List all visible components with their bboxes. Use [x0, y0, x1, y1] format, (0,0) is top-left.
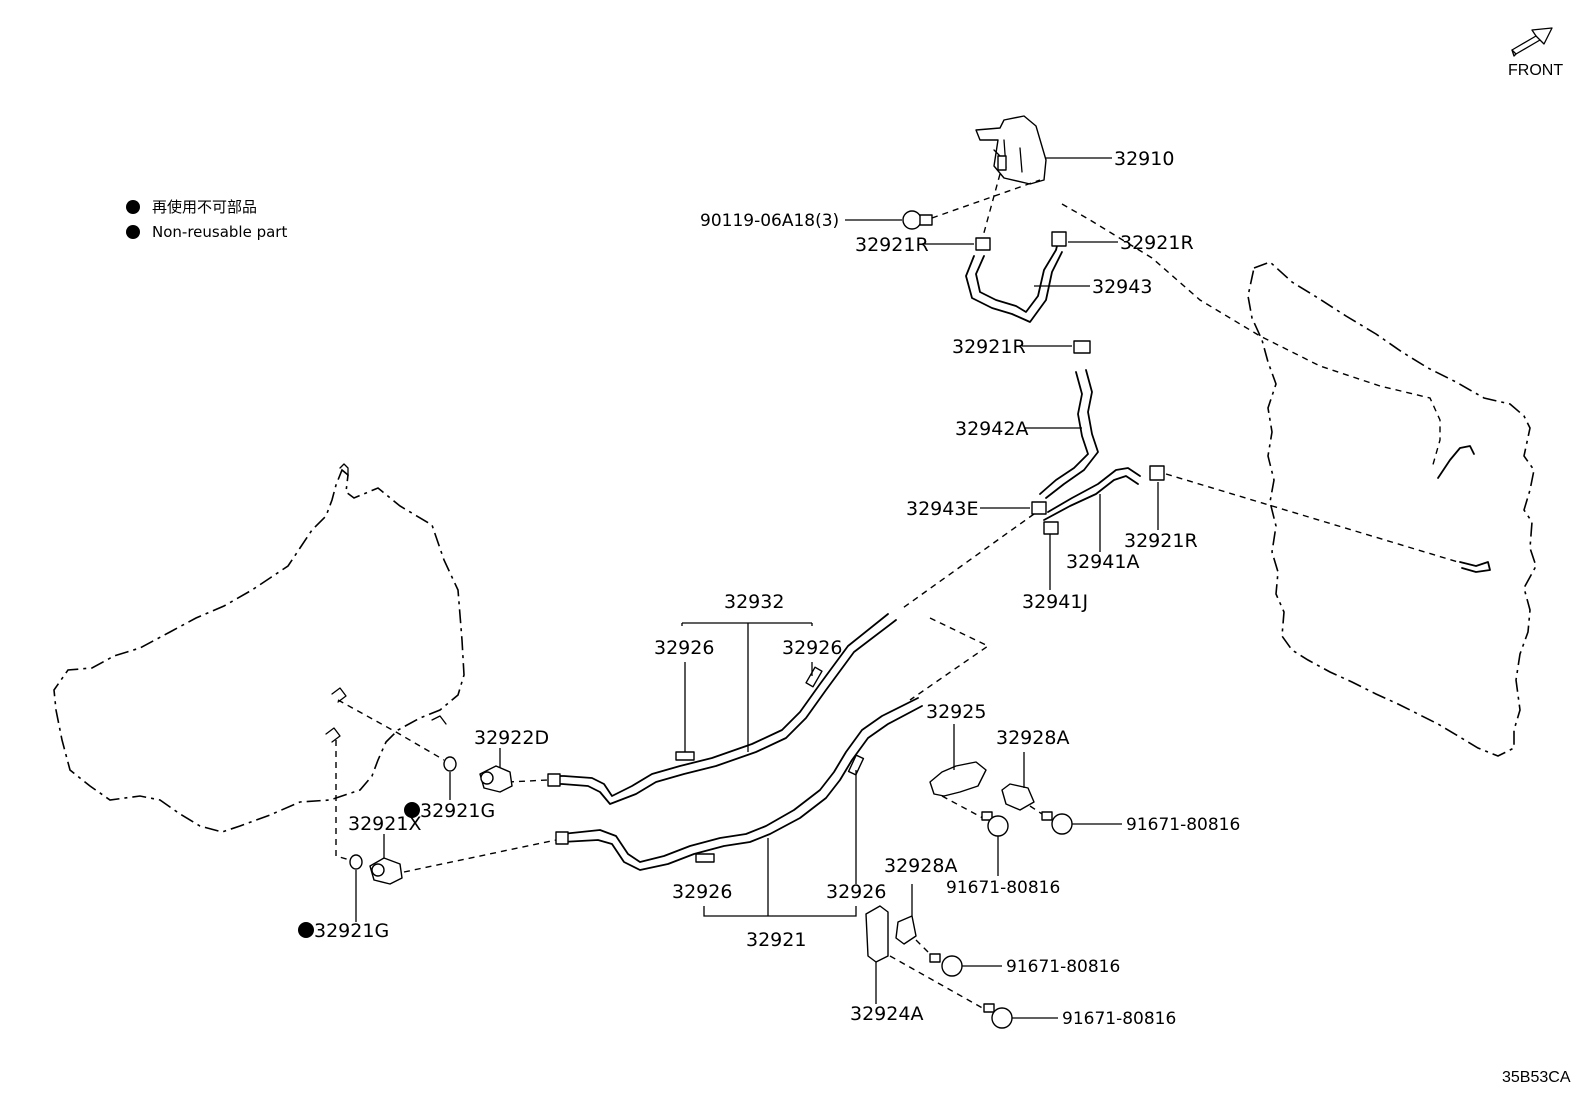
bracket-32932 — [681, 622, 813, 626]
callout-32943: 32943 — [1092, 276, 1152, 298]
dash-cooler-to-clamp — [981, 173, 1001, 241]
dash-trans-to-oring-upper — [337, 699, 445, 761]
bolt-icon — [983, 1003, 1013, 1029]
bracket-32921 — [703, 906, 857, 917]
transmission-outline — [53, 468, 465, 833]
bolt-icon — [981, 811, 1009, 837]
clip-32928A-b — [895, 915, 917, 945]
dash-clamp-to-engine — [1165, 473, 1459, 563]
callout-32926-d: 32926 — [826, 881, 886, 903]
front-label: FRONT — [1508, 62, 1563, 79]
dash-fitting-to-pipe — [507, 779, 549, 783]
callout-32921R-b: 32921R — [1120, 232, 1194, 254]
callout-32921G-a: 32921G — [420, 800, 495, 822]
non-reusable-dot-icon — [126, 225, 140, 239]
callout-32921G-b: 32921G — [314, 920, 389, 942]
pipe-clip-icon — [847, 754, 865, 776]
legend-text-en: Non-reusable part — [152, 223, 287, 241]
non-reusable-dot-icon — [298, 922, 314, 938]
clamp-icon — [1073, 340, 1091, 354]
callout-90119: 90119-06A18(3) — [700, 211, 839, 231]
trans-bump — [431, 715, 447, 725]
pipe-clip-icon — [675, 751, 695, 761]
callout-91671-a: 91671-80816 — [1126, 815, 1240, 835]
clamp-icon — [1149, 465, 1165, 481]
trans-port-lower — [325, 727, 341, 743]
callout-32932: 32932 — [724, 591, 784, 613]
o-ring-icon — [349, 854, 363, 870]
callout-32926-a: 32926 — [654, 637, 714, 659]
callout-32921R-a: 32921R — [855, 234, 929, 256]
clamp-icon — [1031, 501, 1047, 515]
legend-text-ja: 再使用不可部品 — [152, 198, 257, 216]
callout-32921R-d: 32921R — [1124, 530, 1198, 552]
hose-32942A — [1045, 369, 1099, 499]
callout-32921: 32921 — [746, 929, 806, 951]
callout-91671-c: 91671-80816 — [1006, 957, 1120, 977]
clamp-icon — [975, 237, 991, 251]
engine-outline — [1247, 261, 1537, 757]
callout-91671-b: 91671-80816 — [946, 878, 1060, 898]
non-reusable-dot-icon — [126, 200, 140, 214]
front-arrow-icon — [1511, 27, 1553, 57]
hose-32941A — [1047, 467, 1141, 513]
callout-32941J: 32941J — [1022, 591, 1088, 613]
dash-bracket-to-bolt-d — [889, 955, 987, 1011]
dash-fitting-to-pipe-lower — [403, 839, 557, 873]
dash-bolt-to-cooler — [931, 179, 1041, 219]
bolt-icon — [1041, 811, 1073, 835]
callout-32925: 32925 — [926, 701, 986, 723]
legend: 再使用不可部品 Non-reusable part — [126, 198, 287, 241]
callout-32922D: 32922D — [474, 727, 549, 749]
non-reusable-dot-icon — [404, 802, 420, 818]
dash-hose-to-engine — [1061, 203, 1441, 469]
bracket-32924A — [865, 905, 889, 963]
transmission-breather — [339, 463, 349, 477]
dash-hose-to-pipe-upper — [899, 513, 1035, 611]
oil-cooler — [975, 115, 1047, 185]
dash-trans-to-oring-lower — [335, 740, 351, 861]
clamp-icon — [1043, 521, 1059, 535]
callout-32924A: 32924A — [850, 1003, 923, 1025]
callout-32921X: 32921X — [348, 813, 421, 835]
diagram-code: 35B53CA — [1502, 1069, 1571, 1086]
callout-32942A: 32942A — [955, 418, 1028, 440]
pipe-clip-icon — [695, 853, 715, 863]
hose-32943 — [975, 241, 1059, 313]
o-ring-icon — [443, 756, 457, 772]
pipe-32921 — [561, 697, 919, 863]
callout-32921R-c: 32921R — [952, 336, 1026, 358]
pipe-clip-icon — [805, 666, 823, 688]
dash-hose-to-pipe-lower — [909, 617, 990, 701]
callout-32928A-b: 32928A — [884, 855, 957, 877]
callout-91671-d: 91671-80816 — [1062, 1009, 1176, 1029]
clip-32928A-a — [1001, 783, 1035, 811]
callout-32926-b: 32926 — [782, 637, 842, 659]
bracket-32925 — [929, 761, 987, 797]
trans-port-upper — [331, 687, 347, 703]
bolt-icon — [902, 210, 933, 230]
bolt-icon — [929, 953, 963, 977]
callout-32943E: 32943E — [906, 498, 978, 520]
callout-32928A-a: 32928A — [996, 727, 1069, 749]
callout-32910: 32910 — [1114, 148, 1174, 170]
pipe-end-icon — [547, 773, 561, 787]
engine-fitting-lower — [1459, 561, 1491, 573]
callout-32941A: 32941A — [1066, 551, 1139, 573]
engine-fitting-upper — [1437, 445, 1475, 479]
pipe-32932 — [549, 613, 889, 797]
dash-clip-to-bolt — [1029, 805, 1049, 819]
clamp-icon — [1051, 231, 1067, 247]
callout-32926-c: 32926 — [672, 881, 732, 903]
pipe-end-icon — [555, 831, 569, 845]
